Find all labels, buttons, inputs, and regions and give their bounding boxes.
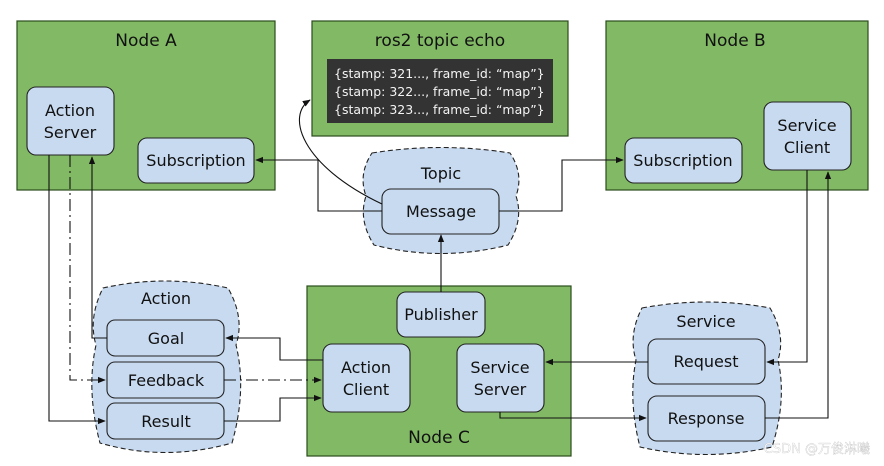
service-server-to-response-arrow — [499, 412, 647, 422]
service-client-label-line1: Service — [777, 116, 836, 135]
result-to-action-client-arrow — [224, 394, 322, 422]
topic-title: Topic — [420, 164, 461, 183]
action-server-label-line2: Server — [44, 123, 97, 142]
action-server-box — [26, 86, 115, 156]
node-b: Node B Subscription Service Client — [605, 20, 869, 191]
service-client-box — [763, 101, 852, 171]
action-server-to-result-arrow — [48, 155, 106, 425]
action-server-to-feedback-arrow — [69, 155, 106, 384]
action-client-label-line1: Action — [341, 358, 391, 377]
node-a-title: Node A — [115, 31, 177, 51]
echo-line-3: {stamp: 323..., frame_id: “map”} — [334, 102, 545, 117]
service-server-box — [456, 343, 545, 413]
action-cloud: Action Goal Feedback Result — [91, 280, 242, 454]
echo-line-2: {stamp: 322..., frame_id: “map”} — [334, 84, 545, 99]
node-b-subscription-box — [624, 137, 743, 184]
service-client-label-line2: Client — [784, 138, 830, 157]
echo-line-1: {stamp: 321..., frame_id: “map”} — [334, 66, 545, 81]
watermark: CSDN @万俊淋曦 — [764, 441, 870, 457]
topic-echo-panel: ros2 topic echo {stamp: 321..., frame_id… — [311, 20, 569, 137]
node-a: Node A Action Server Subscription — [16, 20, 276, 191]
goal-to-action-server-arrow — [88, 156, 107, 339]
message-to-node-b-subscription-arrow — [499, 156, 624, 212]
result-label: Result — [141, 412, 190, 431]
node-b-title: Node B — [704, 31, 765, 51]
action-client-label-line2: Client — [343, 380, 389, 399]
publisher-label: Publisher — [404, 305, 478, 324]
echo-terminal — [327, 59, 553, 123]
action-title: Action — [141, 289, 191, 308]
feedback-label: Feedback — [128, 371, 205, 390]
node-a-subscription-box — [137, 137, 255, 184]
service-cloud: Service Request Response — [632, 301, 782, 456]
service-client-to-request-arrow — [766, 170, 808, 366]
message-to-echo-arrow — [298, 99, 383, 205]
request-label: Request — [674, 352, 739, 371]
service-server-label-line1: Service — [470, 358, 529, 377]
message-label: Message — [406, 202, 476, 221]
topic-cloud: Topic Message — [362, 146, 520, 255]
node-c: Node C Publisher Action Client Service S… — [306, 285, 572, 457]
node-b-subscription-label: Subscription — [633, 151, 732, 170]
response-to-service-client-arrow — [765, 171, 832, 419]
message-to-node-a-subscription-arrow — [255, 156, 382, 212]
action-server-label-line1: Action — [45, 101, 95, 120]
service-title: Service — [676, 312, 735, 331]
service-server-label-line2: Server — [474, 380, 527, 399]
goal-label: Goal — [148, 329, 184, 348]
action-client-box — [322, 343, 411, 413]
connectors — [48, 99, 832, 425]
response-label: Response — [668, 409, 745, 428]
node-c-title: Node C — [408, 428, 470, 448]
node-a-subscription-label: Subscription — [146, 151, 245, 170]
topic-echo-title: ros2 topic echo — [375, 31, 505, 51]
action-client-to-goal-arrow — [225, 334, 323, 361]
